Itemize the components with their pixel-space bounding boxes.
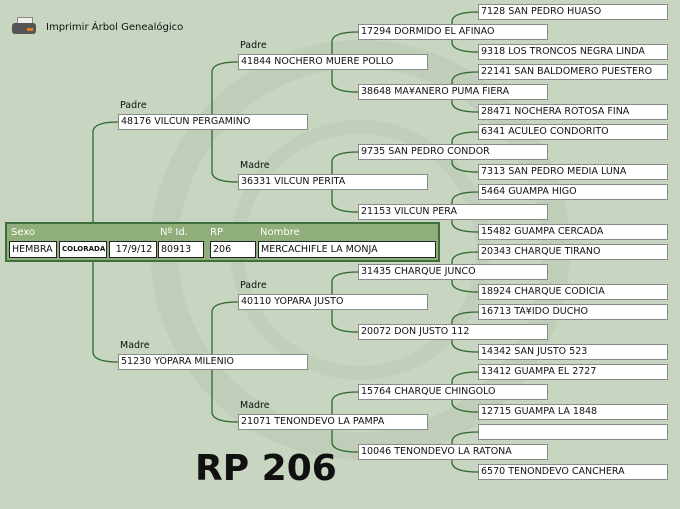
ancestor-box-padre-padre-padre[interactable]: 17294 DORMIDO EL AFINAO: [358, 24, 548, 40]
ancestor-box-madre-madre-padre[interactable]: 15764 CHARQUE CHINGOLO: [358, 384, 548, 400]
ancestor-box-madre-padre-padre[interactable]: 31435 CHARQUE JUNCO: [358, 264, 548, 280]
ancestor-box-madre-padre-madre[interactable]: 20072 DON JUSTO 112: [358, 324, 548, 340]
ancestor-box-padre-padre-madre-padre[interactable]: 22141 SAN BALDOMERO PUESTERO: [478, 64, 668, 80]
connector-line: [331, 391, 359, 422]
ancestor-box-padre-madre-padre[interactable]: 9735 SAN PEDRO CONDOR: [358, 144, 548, 160]
connector-line: [451, 11, 479, 32]
header-nombre: Nombre: [260, 227, 300, 238]
nombre-field[interactable]: MERCACHIFLE LA MONJA: [258, 241, 436, 258]
ancestor-box-madre-madre[interactable]: 21071 TENONDEVO LA PAMPA: [238, 414, 428, 430]
rp-field[interactable]: 206: [210, 241, 256, 258]
ancestor-box-padre-madre-madre[interactable]: 21153 VILCUN PERA: [358, 204, 548, 220]
printer-icon: [12, 17, 36, 37]
color-field[interactable]: COLORADA: [59, 241, 107, 258]
ancestor-box-padre-madre-padre-padre[interactable]: 6341 ACULEO CONDORITO: [478, 124, 668, 140]
ancestor-box-madre-madre-madre-padre[interactable]: [478, 424, 668, 440]
connector-line: [211, 301, 239, 362]
connector-line: [451, 272, 479, 293]
connector-line: [451, 131, 479, 152]
ancestor-box-madre-madre-madre-madre[interactable]: 6570 TENONDEVO CANCHERA: [478, 464, 668, 480]
ancestor-box-padre-madre-padre-madre[interactable]: 7313 SAN PEDRO MEDIA LUNA: [478, 164, 668, 180]
ancestor-box-padre-madre[interactable]: 36331 VILCUN PERITA: [238, 174, 428, 190]
connector-line: [451, 311, 479, 332]
ancestor-box-padre-madre-madre-padre[interactable]: 5464 GUAMPA HIGO: [478, 184, 668, 200]
connector-line: [331, 302, 359, 333]
connector-line: [451, 212, 479, 233]
connector-line: [451, 32, 479, 53]
connector-line: [211, 122, 239, 183]
connector-line: [451, 92, 479, 113]
connector-line: [451, 191, 479, 212]
connector-line: [451, 452, 479, 473]
madre-label: Madre: [240, 400, 270, 411]
connector-line: [331, 422, 359, 453]
id-field[interactable]: 80913: [158, 241, 204, 258]
ancestor-box-madre-padre-madre-madre[interactable]: 14342 SAN JUSTO 523: [478, 344, 668, 360]
ancestor-box-madre-madre-padre-madre[interactable]: 12715 GUAMPA LA 1848: [478, 404, 668, 420]
header-id: Nº Id.: [160, 227, 188, 238]
ancestor-box-madre-padre-padre-padre[interactable]: 20343 CHARQUE TIRANO: [478, 244, 668, 260]
padre-label: Padre: [240, 40, 267, 51]
connector-line: [92, 262, 119, 363]
ancestor-box-madre-padre-madre-padre[interactable]: 16713 TA¥IDO DUCHO: [478, 304, 668, 320]
rp-title: RP 206: [195, 448, 337, 489]
padre-label: Padre: [240, 280, 267, 291]
connector-line: [331, 182, 359, 213]
connector-line: [451, 431, 479, 452]
animal-panel: Sexo Nº Id. RP Nombre HEMBRA COLORADA 17…: [5, 222, 440, 262]
ancestor-box-madre-madre-padre-padre[interactable]: 13412 GUAMPA EL 2727: [478, 364, 668, 380]
ancestor-box-madre-padre[interactable]: 40110 YOPARA JUSTO: [238, 294, 428, 310]
connector-line: [451, 71, 479, 92]
connector-line: [92, 121, 119, 240]
ancestor-box-madre-padre-padre-madre[interactable]: 18924 CHARQUE CODICIA: [478, 284, 668, 300]
ancestor-box-madre[interactable]: 51230 YOPARA MILENIO: [118, 354, 308, 370]
ancestor-box-padre-padre-padre-madre[interactable]: 9318 LOS TRONCOS NEGRA LINDA: [478, 44, 668, 60]
date-field[interactable]: 17/9/12: [109, 241, 157, 258]
connector-line: [451, 332, 479, 353]
ancestor-box-padre-padre-madre-madre[interactable]: 28471 NOCHERA ROTOSA FINA: [478, 104, 668, 120]
connector-line: [451, 371, 479, 392]
connector-line: [331, 62, 359, 93]
print-tree-label: Imprimir Árbol Genealógico: [46, 21, 184, 33]
ancestor-box-padre-padre-padre-padre[interactable]: 7128 SAN PEDRO HUASO: [478, 4, 668, 20]
print-tree-button[interactable]: Imprimir Árbol Genealógico: [12, 17, 183, 37]
ancestor-box-padre[interactable]: 48176 VILCUN PERGAMINO: [118, 114, 308, 130]
padre-label: Padre: [120, 100, 147, 111]
connector-line: [331, 31, 359, 62]
ancestor-box-padre-madre-madre-madre[interactable]: 15482 GUAMPA CERCADA: [478, 224, 668, 240]
header-rp: RP: [210, 227, 223, 238]
sexo-field[interactable]: HEMBRA: [9, 241, 57, 258]
ancestor-box-madre-madre-madre[interactable]: 10046 TENONDEVO LA RATONA: [358, 444, 548, 460]
ancestor-box-padre-padre[interactable]: 41844 NOCHERO MUERE POLLO: [238, 54, 428, 70]
ancestor-box-padre-padre-madre[interactable]: 38648 MA¥ANERO PUMA FIERA: [358, 84, 548, 100]
header-sexo: Sexo: [11, 227, 36, 238]
madre-label: Madre: [120, 340, 150, 351]
connector-line: [211, 362, 239, 423]
connector-line: [331, 151, 359, 182]
connector-line: [451, 152, 479, 173]
connector-line: [331, 271, 359, 302]
connector-line: [451, 251, 479, 272]
connector-line: [451, 392, 479, 413]
madre-label: Madre: [240, 160, 270, 171]
connector-line: [211, 61, 239, 122]
